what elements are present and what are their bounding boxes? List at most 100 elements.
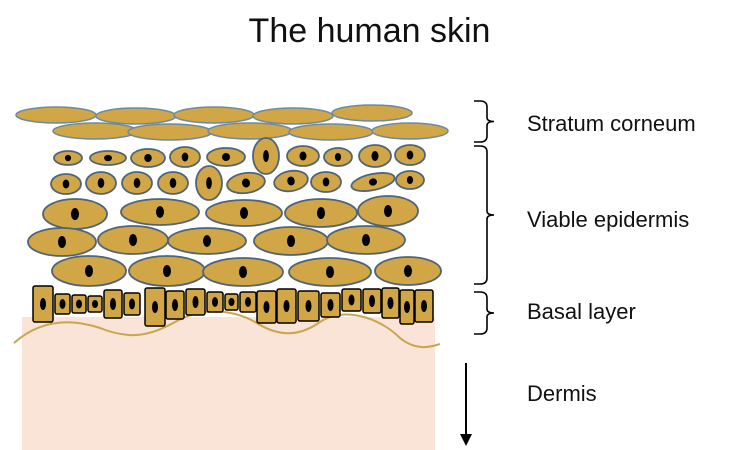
cell-nucleus <box>65 155 71 161</box>
cell-nucleus <box>239 266 247 278</box>
cell-nucleus <box>110 298 116 310</box>
basal-cell <box>400 290 414 324</box>
basal-cell <box>207 292 223 312</box>
basal-cell <box>415 290 433 322</box>
basal-cell <box>342 289 361 311</box>
stratum-corneum-bracket <box>474 101 494 142</box>
basal-layer-label: Basal layer <box>527 299 636 325</box>
keratinocyte-cell <box>311 172 341 192</box>
corneocyte-cell <box>174 107 254 123</box>
basal-cell <box>186 289 205 315</box>
basal-cell <box>382 288 399 318</box>
basal-cell <box>166 291 184 319</box>
dermis-arrow-head <box>460 434 472 446</box>
keratinocyte-cell <box>289 258 371 286</box>
cell-nucleus <box>240 207 248 219</box>
basal-cell <box>257 291 276 323</box>
cell-nucleus <box>335 153 341 161</box>
corneocyte-cell <box>332 105 412 121</box>
cell-nucleus <box>317 207 325 219</box>
corneocyte-cell <box>253 108 333 124</box>
keratinocyte-cell <box>54 151 82 165</box>
keratinocyte-cell <box>52 256 126 286</box>
cell-nucleus <box>369 295 375 307</box>
cell-nucleus <box>170 178 177 188</box>
keratinocyte-cell <box>375 257 441 285</box>
keratinocyte-cell <box>273 168 310 194</box>
keratinocyte-cell <box>28 228 96 256</box>
cell-nucleus <box>299 152 306 161</box>
cell-nucleus <box>71 208 79 220</box>
cell-nucleus <box>328 299 334 311</box>
stratum-corneum-label: Stratum corneum <box>527 111 696 137</box>
keratinocyte-cell <box>43 199 107 229</box>
cell-nucleus <box>407 176 413 184</box>
cell-nucleus <box>349 295 355 306</box>
keratinocyte-cell <box>395 145 425 165</box>
cell-nucleus <box>287 235 295 247</box>
cell-nucleus <box>371 151 378 161</box>
keratinocyte-cell <box>324 148 352 166</box>
keratinocyte-cell <box>287 146 319 166</box>
cell-nucleus <box>284 300 290 312</box>
keratinocyte-cell <box>168 228 246 254</box>
cell-nucleus <box>63 180 70 189</box>
cell-nucleus <box>407 151 414 160</box>
basal-cell <box>363 289 381 313</box>
cell-nucleus <box>156 206 164 218</box>
cell-nucleus <box>264 301 270 313</box>
cell-nucleus <box>104 155 112 161</box>
cell-nucleus <box>134 178 141 188</box>
cell-nucleus <box>229 298 235 306</box>
basal-cell <box>298 291 319 321</box>
keratinocyte-cell <box>196 166 222 200</box>
cell-nucleus <box>206 177 212 189</box>
corneocyte-cell <box>208 123 292 139</box>
diagram-title: The human skin <box>0 12 739 51</box>
basal-cell <box>124 293 140 315</box>
cell-nucleus <box>152 301 158 313</box>
keratinocyte-cell <box>98 226 168 254</box>
corneocyte-cell <box>128 124 212 140</box>
corneocyte-cell <box>16 107 96 123</box>
basal-layer-bracket <box>474 292 494 334</box>
cell-nucleus <box>404 301 410 313</box>
basal-cell <box>321 293 340 317</box>
keratinocyte-cell <box>206 200 282 226</box>
cell-nucleus <box>263 150 269 162</box>
basal-cell <box>72 295 86 313</box>
cell-nucleus <box>326 266 334 278</box>
corneocyte-cell <box>96 108 176 124</box>
cell-nucleus <box>40 298 46 310</box>
basal-cell <box>145 288 165 326</box>
basal-cell <box>225 294 238 310</box>
cell-nucleus <box>404 265 412 277</box>
keratinocyte-cell <box>358 196 418 226</box>
cell-nucleus <box>85 265 93 277</box>
cell-nucleus <box>362 234 370 246</box>
keratinocyte-cell <box>285 199 357 227</box>
cell-nucleus <box>193 296 199 308</box>
cell-nucleus <box>92 300 98 308</box>
cell-nucleus <box>212 297 218 307</box>
keratinocyte-cell <box>350 170 396 195</box>
cell-nucleus <box>129 234 137 246</box>
cell-nucleus <box>76 300 82 309</box>
basal-cell <box>55 294 70 314</box>
corneocyte-cell <box>289 124 373 140</box>
basal-cell <box>104 290 122 318</box>
basal-cell <box>88 296 102 312</box>
keratinocyte-cell <box>51 174 81 194</box>
keratinocyte-cell <box>86 172 116 194</box>
cell-nucleus <box>203 235 211 247</box>
keratinocyte-cell <box>203 258 283 286</box>
basal-cell <box>33 286 53 322</box>
cell-nucleus <box>58 236 66 248</box>
viable-epidermis-bracket <box>474 146 494 284</box>
cell-nucleus <box>384 205 392 217</box>
cell-nucleus <box>144 154 151 162</box>
cell-nucleus <box>182 153 189 162</box>
dermis-region <box>22 317 435 450</box>
cell-nucleus <box>222 153 230 161</box>
